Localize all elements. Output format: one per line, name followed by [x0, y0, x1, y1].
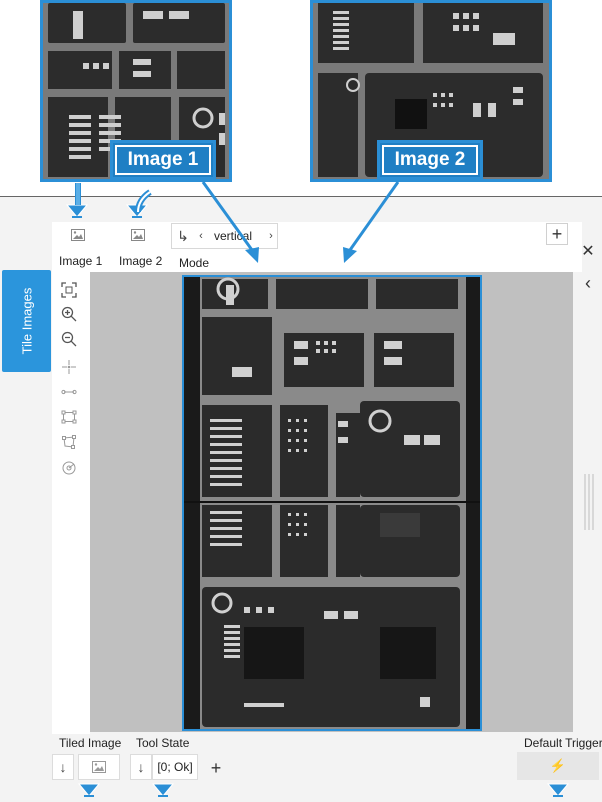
plus-icon: +: [210, 757, 222, 778]
arrowhead-right-icon: [343, 247, 357, 263]
mode-prev-button[interactable]: ‹: [199, 230, 203, 242]
callout-image2: Image 2: [377, 140, 483, 180]
tool-state-link-button[interactable]: ↓: [130, 754, 152, 780]
callout-image1: Image 1: [110, 140, 216, 180]
trigger-port-arrow-icon: [547, 783, 569, 797]
add-output-button[interactable]: +: [205, 757, 227, 779]
lightning-icon: ⚡: [549, 758, 567, 773]
mode-value: vertical: [214, 229, 253, 243]
input-header-area: [52, 222, 582, 272]
plus-icon: +: [551, 223, 563, 244]
tool-column: [52, 272, 90, 734]
image-icon: [131, 229, 145, 241]
tiled-image-label: Tiled Image: [59, 736, 122, 750]
image2-label: Image 2: [119, 254, 163, 268]
add-input-button[interactable]: +: [546, 223, 568, 245]
link-arrow-icon: ↓: [59, 759, 67, 775]
mode-link-icon[interactable]: ↳: [177, 227, 189, 244]
point-tool-icon[interactable]: [60, 358, 78, 376]
callout-image1-text: Image 1: [127, 149, 199, 170]
zoom-out-icon[interactable]: [60, 330, 78, 348]
tool-state-port-arrow-icon: [152, 783, 174, 797]
close-icon[interactable]: ✕: [581, 243, 595, 260]
tiled-image-output[interactable]: [78, 754, 120, 780]
resize-grip-icon[interactable]: [582, 472, 596, 532]
mode-selector[interactable]: ↳ ‹ vertical ›: [171, 223, 278, 249]
default-trigger-label: Default Trigger: [524, 736, 602, 750]
image-icon: [71, 229, 85, 241]
callout-image2-text: Image 2: [394, 149, 466, 170]
polygon-tool-icon[interactable]: [60, 433, 78, 451]
default-trigger-button[interactable]: ⚡: [517, 752, 599, 780]
chevron-left-icon[interactable]: ‹: [585, 272, 591, 293]
tiled-image-preview: [182, 275, 482, 731]
image-icon: [92, 761, 106, 773]
image1-input[interactable]: [52, 222, 104, 248]
mode-next-button[interactable]: ›: [269, 230, 273, 242]
link-arrow-icon: ↓: [137, 759, 145, 775]
image2-to-mode-arrow: [348, 181, 400, 251]
tool-state-value: [0; Ok]: [152, 754, 198, 780]
tool-state-label: Tool State: [136, 736, 190, 750]
image2-input[interactable]: [112, 222, 164, 248]
arrowhead-left-icon: [245, 247, 259, 263]
fit-to-window-icon[interactable]: [60, 281, 78, 299]
tiled-pcb: [184, 277, 480, 729]
image1-label: Image 1: [59, 254, 103, 268]
line-tool-icon[interactable]: [60, 383, 78, 401]
tiled-image-port-arrow-icon: [78, 783, 100, 797]
circle-tool-icon[interactable]: [60, 459, 78, 477]
tiled-image-link-button[interactable]: ↓: [52, 754, 74, 780]
annotation-area: Image 1 Image 2: [0, 0, 602, 197]
separator-line: [0, 196, 602, 197]
image1-to-mode-arrow: [201, 181, 254, 251]
tile-images-tab[interactable]: Tile Images: [2, 270, 51, 372]
zoom-in-icon[interactable]: [60, 305, 78, 323]
mode-label: Mode: [179, 256, 210, 270]
image2-preview: [310, 0, 552, 182]
rectangle-tool-icon[interactable]: [60, 408, 78, 426]
